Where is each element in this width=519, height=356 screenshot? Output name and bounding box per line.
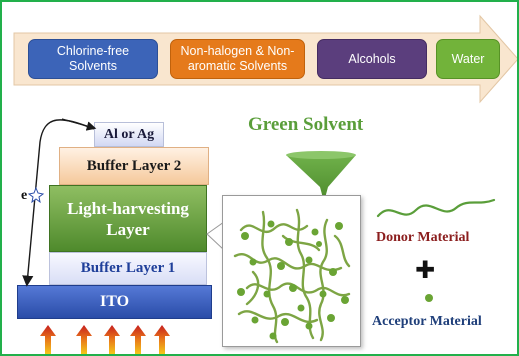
plus-icon: ✚ <box>415 256 436 284</box>
buffer-layer-1: Buffer Layer 1 <box>49 252 207 285</box>
light-harvesting-layer: Light-harvesting Layer <box>49 185 207 252</box>
solvent-pill-water: Water <box>436 39 500 79</box>
blend-morphology-illustration <box>233 208 351 344</box>
morphology-zoom-box <box>222 195 361 347</box>
solvent-pill-label: Non-halogen & Non- aromatic Solvents <box>180 44 295 73</box>
layer-label: Light-harvesting Layer <box>67 198 189 239</box>
buffer-layer-2: Buffer Layer 2 <box>59 147 209 185</box>
layer-label: Al or Ag <box>103 126 155 142</box>
solvent-pill-label: Water <box>451 51 485 66</box>
layer-label: Buffer Layer 1 <box>80 260 176 276</box>
top-electrode-layer: Al or Ag <box>94 122 164 147</box>
acceptor-material-label: Acceptor Material <box>372 314 482 329</box>
green-solvent-title: Green Solvent <box>248 114 364 135</box>
electron-label: e <box>21 188 28 203</box>
layer-label: ITO <box>99 293 130 310</box>
layer-label: Buffer Layer 2 <box>86 157 182 174</box>
solvent-pill-non-halogen: Non-halogen & Non- aromatic Solvents <box>170 39 305 79</box>
solvent-pill-alcohols: Alcohols <box>317 39 427 79</box>
solvent-pill-label: Alcohols <box>348 51 396 66</box>
solvent-pill-label: Chlorine-free Solvents <box>56 44 130 73</box>
ito-layer: ITO <box>17 285 212 319</box>
solvent-pill-chlorine-free: Chlorine-free Solvents <box>28 39 158 79</box>
donor-material-label: Donor Material <box>376 230 470 245</box>
